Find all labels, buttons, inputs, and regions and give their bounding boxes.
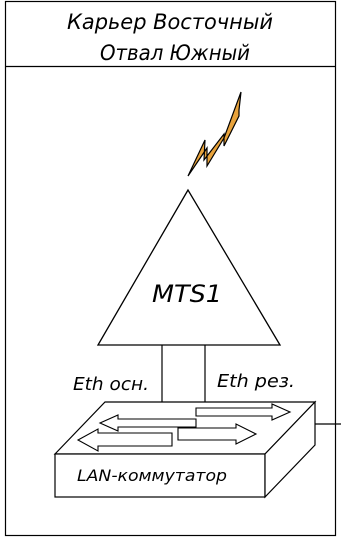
switch-arrow-right-icon [177, 423, 258, 445]
network-switch-icon: LAN-коммутатор [53, 400, 317, 499]
header-line-2: Отвал Южный [100, 41, 250, 65]
lightning-bolt-icon [187, 91, 242, 177]
switch-label: LAN-коммутатор [77, 466, 227, 485]
radio-label: MTS1 [152, 280, 222, 308]
switch-side-face [264, 400, 316, 499]
eth-reserve-label: Eth рез. [217, 371, 295, 392]
eth-primary-label: Eth осн. [73, 374, 149, 395]
radio-triangle [96, 188, 282, 346]
switch-arrow-left-icon [76, 428, 173, 452]
header-line-1: Карьер Восточный [67, 10, 273, 34]
switch-arrow-right-icon [195, 403, 292, 421]
switch-arrow-left-icon [98, 414, 197, 432]
outer-frame [4, 0, 337, 537]
switch-front-face [54, 453, 266, 498]
